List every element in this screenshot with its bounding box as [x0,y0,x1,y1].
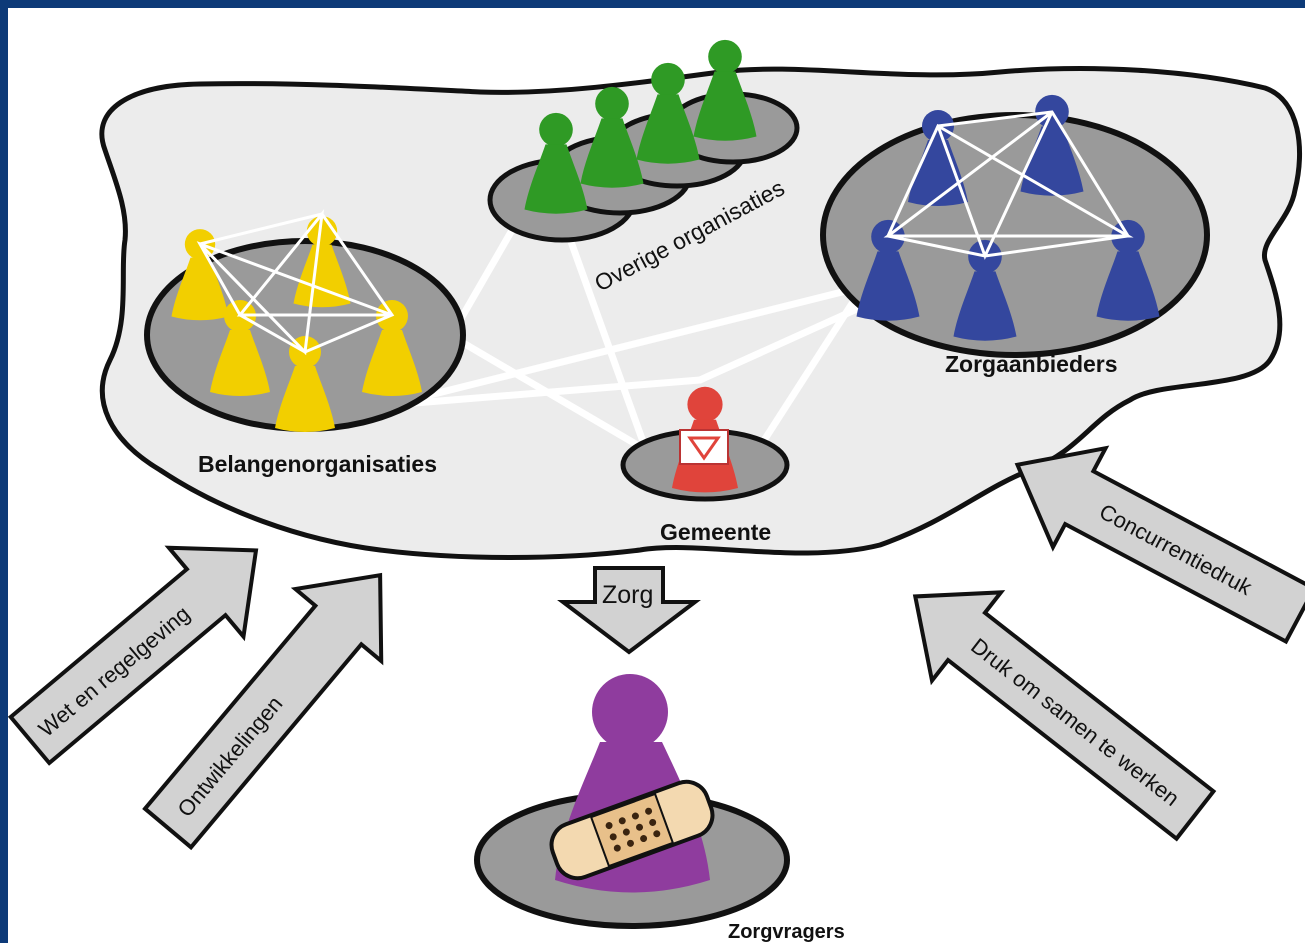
druk-arrow: Druk om samen te werken [912,590,1217,842]
gemeente-group: Gemeente [620,386,790,545]
diagram-frame: Belangenorganisaties Overige organisatie… [8,8,1305,943]
label-gemeente: Gemeente [660,519,771,545]
blue-links [883,110,1134,260]
label-belangenorganisaties: Belangenorganisaties [198,451,437,477]
stakeholder-diagram: Belangenorganisaties Overige organisatie… [8,39,1305,943]
belangen-group: Belangenorganisaties [144,209,466,477]
label-druk-om-samen-te-werken: Druk om samen te werken [966,633,1184,811]
zorgaanbieders-group: Zorgaanbieders [820,94,1210,377]
label-zorgaanbieders: Zorgaanbieders [945,351,1118,377]
label-wet-en-regelgeving: Wet en regelgeving [34,601,195,742]
bandage-icon [549,779,715,881]
zorgvragers-group: Zorgvragers [474,674,845,943]
label-zorgvragers: Zorgvragers [728,921,845,943]
yellow-links [196,209,395,356]
label-zorg: Zorg [602,581,653,609]
zorg-arrow: Zorg [557,566,701,655]
